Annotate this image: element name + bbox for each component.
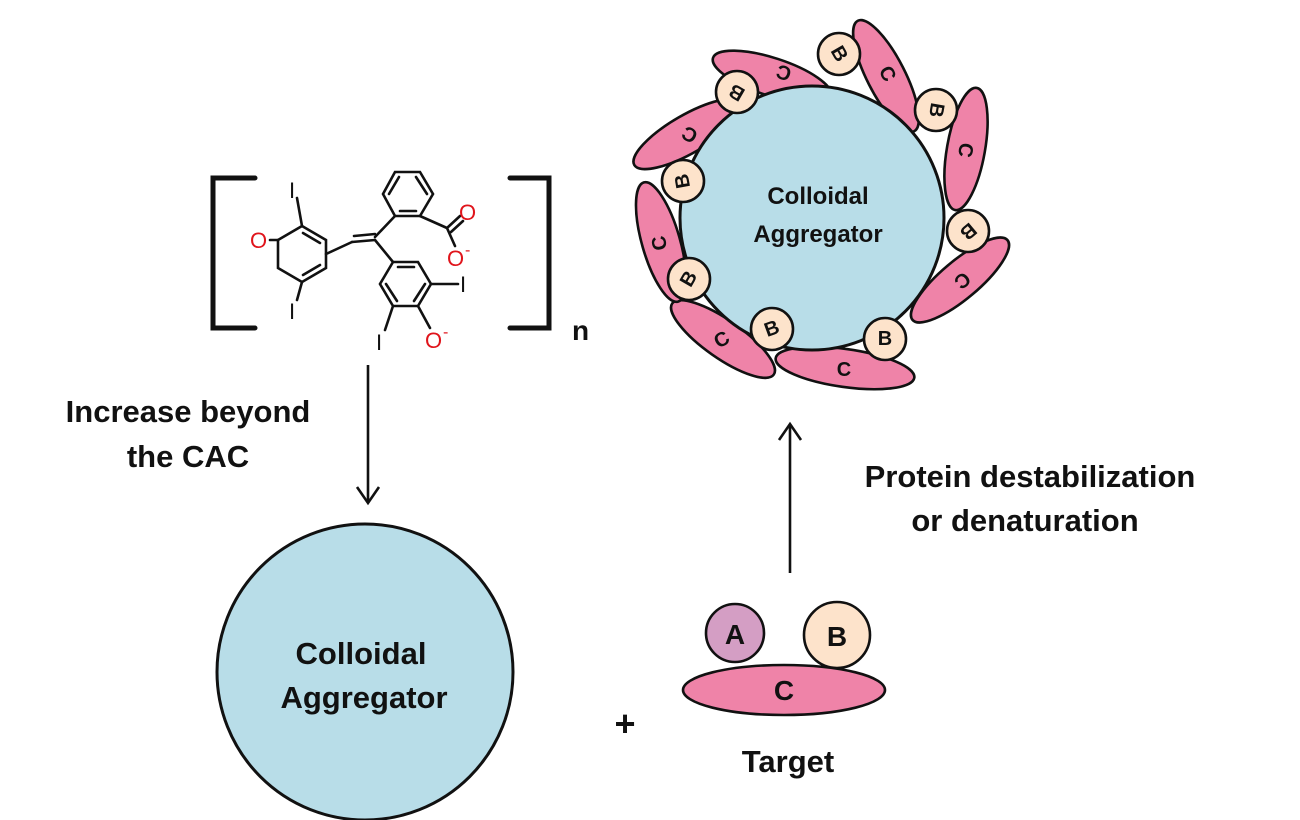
adsorbed-b-3 — [945, 208, 991, 254]
adsorbed-b-8 — [714, 69, 760, 115]
iodine-label-3: I — [460, 272, 466, 297]
coated-aggregator-line1: Colloidal — [767, 183, 868, 210]
coated-aggregator: B B B B B B B B C C C C C C C C Colloida… — [632, 18, 1011, 391]
up-arrow — [777, 421, 803, 573]
adsorbed-c-label-1: C — [773, 59, 794, 85]
dye-molecule — [210, 170, 552, 332]
subunit-a-label: A — [725, 619, 745, 650]
adsorbed-b-1 — [816, 31, 862, 77]
subunit-c-label: C — [774, 675, 794, 706]
adsorbed-b-6 — [666, 256, 712, 302]
carboxylate-oxygen-label: O — [447, 246, 464, 271]
target-label: Target — [742, 744, 834, 779]
phenoxide-oxygen-label: O — [425, 328, 442, 353]
protein-subunit-a — [704, 602, 766, 664]
quinone-oxygen-label: O — [250, 228, 267, 253]
left-bracket — [210, 175, 258, 331]
free-aggregator-line1: Colloidal — [296, 636, 427, 671]
protein-subunit-b — [802, 600, 872, 670]
adsorbed-b-label-4: B — [878, 328, 892, 350]
adsorbed-b-7 — [660, 158, 706, 204]
phenoxide-charge: - — [443, 324, 448, 341]
adsorbed-b-label-5: B — [761, 316, 782, 342]
adsorbed-c-label-5: C — [837, 359, 851, 381]
molecule-atom-labels: I I I I O O O - O - — [250, 178, 476, 355]
repeat-subscript-n: n — [572, 315, 589, 346]
free-aggregator-line2: Aggregator — [280, 680, 447, 715]
right-bracket — [507, 175, 552, 331]
protein-subunit-c — [681, 663, 887, 717]
coated-aggregator-line2: Aggregator — [753, 221, 882, 248]
adsorbed-c-4 — [909, 236, 1011, 324]
carboxylate-charge: - — [465, 242, 470, 259]
adsorbed-b-label-2: B — [924, 101, 948, 119]
iodine-label-2: I — [289, 299, 295, 324]
carbonyl-oxygen-label: O — [459, 200, 476, 225]
free-colloidal-aggregator — [215, 522, 515, 820]
adsorbed-b-subunits — [660, 31, 991, 362]
down-arrow — [355, 365, 381, 506]
iodine-label-4: I — [376, 330, 382, 355]
adsorbed-b-label-7: B — [671, 172, 695, 190]
adsorbed-c-subunits — [632, 18, 1011, 391]
adsorbed-b-2 — [913, 87, 959, 133]
iodine-label-1: I — [289, 178, 295, 203]
adsorbed-c-label-7: C — [648, 234, 672, 252]
target-protein: A B C — [681, 600, 887, 717]
destab-label-line1: Protein destabilization — [865, 459, 1196, 494]
adsorbed-c-label-3: C — [953, 141, 977, 159]
destab-label-line2: or denaturation — [911, 503, 1138, 538]
coated-colloidal-aggregator — [678, 84, 946, 352]
increase-label-line2: the CAC — [127, 439, 249, 474]
adsorbed-c-2 — [851, 18, 921, 134]
adsorbed-b-5 — [749, 306, 795, 352]
increase-label-line1: Increase beyond — [66, 394, 311, 429]
plus-sign: + — [614, 703, 635, 744]
adsorbed-b-4 — [862, 316, 908, 362]
subunit-b-label: B — [827, 621, 847, 652]
